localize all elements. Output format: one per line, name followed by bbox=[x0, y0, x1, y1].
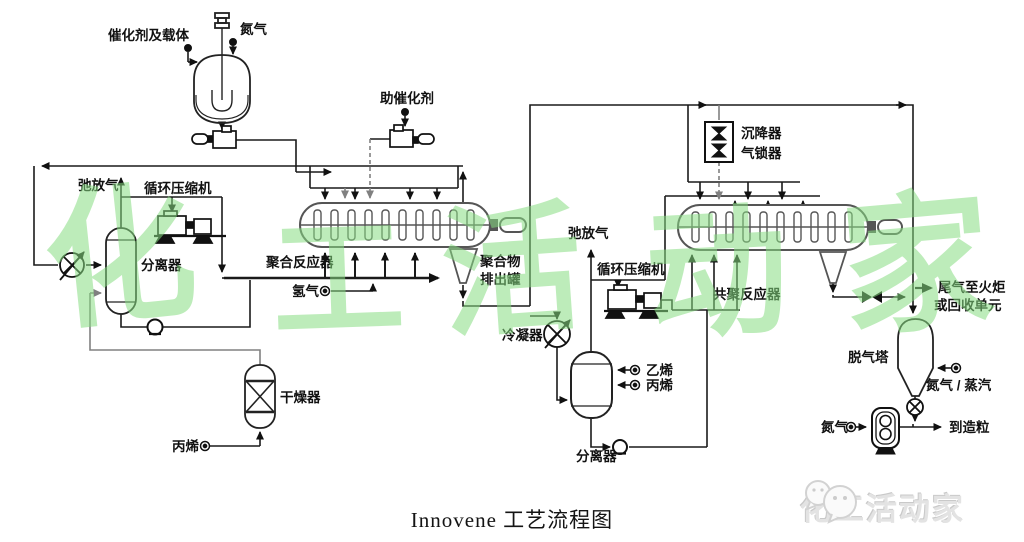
copolymer-hopper bbox=[818, 251, 848, 284]
label-separator-1: 分离器 bbox=[141, 257, 182, 273]
label-tail-gas-1: 尾气至火炬 bbox=[938, 279, 1006, 295]
separator-2-vessel bbox=[570, 351, 613, 419]
label-ethylene: 乙烯 bbox=[646, 362, 674, 378]
label-propylene-1: 丙烯 bbox=[172, 438, 199, 454]
diagram-title: Innovene 工艺流程图 bbox=[410, 508, 614, 532]
cooler-1-icon bbox=[59, 251, 85, 281]
feed-point-dots bbox=[184, 38, 962, 452]
label-hydrogen: 氢气 bbox=[292, 283, 319, 299]
label-copolymer-reactor: 共聚反应器 bbox=[713, 286, 781, 302]
letdown-valve-icon bbox=[906, 398, 924, 416]
settler-gas-lock bbox=[704, 121, 734, 163]
label-nitrogen-top: 氮气 bbox=[240, 21, 267, 37]
label-settler: 沉降器 bbox=[741, 125, 782, 141]
label-vent-gas-1: 弛放气 bbox=[78, 177, 119, 193]
pump-2-icon bbox=[612, 439, 628, 455]
pipes-black bbox=[33, 46, 951, 451]
recycle-compressor-2-icon bbox=[604, 284, 668, 319]
discharge-valve-icon bbox=[862, 291, 882, 303]
dryer-vessel bbox=[244, 364, 276, 429]
label-nitrogen-bottom: 氮气 bbox=[821, 419, 849, 435]
recycle-compressor-1-icon bbox=[154, 210, 226, 244]
pump-1-icon bbox=[146, 318, 164, 336]
chat-bubbles-icon bbox=[805, 480, 857, 524]
label-recycle-compressor-1: 循环压缩机 bbox=[144, 180, 212, 196]
label-polymer-tank-2: 排出罐 bbox=[480, 271, 521, 287]
degassing-tower-vessel bbox=[897, 318, 934, 397]
label-separator-2: 分离器 bbox=[576, 448, 617, 464]
copolymer-reactor-vessel bbox=[677, 204, 903, 251]
label-degassing-tower: 脱气塔 bbox=[848, 349, 889, 365]
pipes-gray bbox=[89, 105, 723, 365]
polymerization-reactor-vessel bbox=[299, 202, 527, 248]
separator-1-vessel bbox=[105, 227, 137, 315]
label-catalyst-carrier: 催化剂及载体 bbox=[108, 27, 189, 43]
polymer-discharge-hopper bbox=[448, 248, 479, 284]
label-propylene-2: 丙烯 bbox=[646, 377, 674, 393]
condenser-icon bbox=[543, 319, 571, 349]
label-dryer: 干燥器 bbox=[280, 389, 321, 405]
label-polymer-tank-1: 聚合物 bbox=[479, 253, 521, 269]
label-cocatalyst: 助催化剂 bbox=[380, 90, 434, 106]
label-tail-gas-2: 或回收单元 bbox=[934, 297, 1002, 313]
catalyst-prep-vessel bbox=[193, 12, 251, 124]
rotary-feeder-icon bbox=[871, 407, 900, 455]
label-gas-lock: 气锁器 bbox=[740, 145, 782, 161]
logo: 化工活动家 bbox=[800, 476, 1020, 536]
label-polymerization-reactor: 聚合反应器 bbox=[265, 254, 334, 270]
label-vent-gas-2: 弛放气 bbox=[568, 225, 609, 241]
catalyst-feeder bbox=[191, 125, 237, 149]
label-condenser: 冷凝器 bbox=[502, 327, 543, 343]
label-nitrogen-steam: 氮气 / 蒸汽 bbox=[926, 377, 992, 393]
cocatalyst-feeder bbox=[389, 124, 435, 148]
label-to-pelletizing: 到造粒 bbox=[949, 419, 990, 435]
label-recycle-compressor-2: 循环压缩机 bbox=[597, 261, 665, 277]
